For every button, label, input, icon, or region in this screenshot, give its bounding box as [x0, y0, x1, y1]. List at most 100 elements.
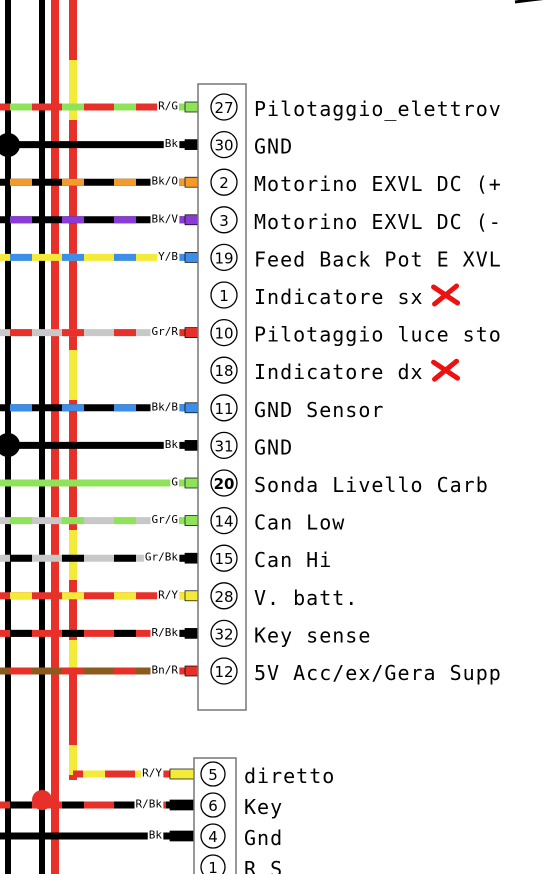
sec-pin-number-6: 6	[208, 797, 218, 815]
pin-circle-12	[210, 657, 238, 685]
wire-code-bg-30	[163, 137, 180, 151]
pin-circle-19	[210, 243, 238, 272]
pin-label-12: 5V Acc/ex/Gera Supp	[254, 661, 502, 685]
pin-number-11: 11	[214, 400, 233, 418]
pin-number-12: 12	[214, 663, 233, 681]
pin-number-28: 28	[214, 588, 233, 606]
sec-wire-terminal-5	[169, 768, 195, 780]
wire-code-30: Bk	[165, 137, 179, 150]
pin-number-10: 10	[214, 325, 233, 343]
sec-wire-code-bg-4	[147, 828, 164, 842]
wire-code-31: Bk	[165, 438, 179, 451]
pin-circle-27	[210, 93, 238, 121]
sec-wire-code-5: R/Y	[142, 767, 162, 780]
pin-circle-28	[210, 582, 238, 610]
pin-circle-2	[210, 168, 238, 196]
pin-number-31: 31	[214, 437, 233, 455]
pin-circle-1	[210, 281, 238, 309]
pin-number-19: 19	[214, 249, 233, 267]
branch-wires: R/GBkBk/OBk/VY/BGr/RBk/BBkGGr/GGr/BkR/YR…	[0, 99, 204, 842]
pin-label-14: Can Low	[254, 511, 345, 535]
wire-code-bg-20	[170, 475, 179, 489]
wire-code-12: Bn/R	[152, 664, 179, 677]
wire-code-bg-28	[157, 588, 180, 602]
sec-pin-circle-1	[200, 854, 226, 874]
pin-number-32: 32	[214, 625, 233, 643]
pin-label-27: Pilotaggio_elettrov	[254, 97, 502, 121]
wire-code-bg-19	[157, 249, 180, 263]
pin-number-20: 20	[214, 475, 235, 493]
pin-circle-32	[210, 619, 238, 648]
wire-code-32: R/Bk	[152, 626, 179, 639]
wire-code-bg-2	[150, 174, 179, 188]
sec-wire-code-bg-5	[141, 766, 164, 780]
pin-circle-15	[210, 544, 238, 572]
top-right-curve	[514, 0, 544, 4]
pin-number-14: 14	[214, 513, 233, 531]
wire-code-20: G	[171, 476, 178, 489]
sec-pin-number-1: 1	[208, 859, 218, 874]
wire-code-bg-10	[150, 325, 180, 339]
sec-wire-code-4: Bk	[149, 829, 163, 842]
pin-label-19: Feed Back Pot E XVL	[254, 247, 502, 271]
pin-number-30: 30	[214, 137, 233, 155]
pin-circle-3	[210, 206, 238, 234]
sec-pin-label-4: Gnd	[244, 826, 283, 850]
pin-label-18: Indicatore dx	[254, 360, 424, 384]
pin-label-20: Sonda Livello Carb	[254, 473, 489, 497]
wire-code-bg-32	[150, 625, 180, 639]
pin-number-1: 1	[219, 287, 229, 305]
wire-code-27: R/G	[158, 100, 178, 113]
sec-wire-code-bg-6	[134, 797, 164, 811]
pin-circle-30	[210, 130, 238, 159]
red-cross-mark-18	[431, 358, 461, 382]
pin-number-15: 15	[214, 550, 233, 568]
sec-pin-number-5: 5	[208, 766, 218, 784]
sec-pin-circle-4	[200, 823, 226, 849]
pin-circle-10	[210, 318, 238, 347]
wire-code-bg-15	[143, 550, 180, 564]
pin-label-1: Indicatore sx	[254, 285, 424, 309]
pin-number-2: 2	[219, 174, 229, 192]
pin-number-27: 27	[214, 99, 233, 117]
trunk-wires	[0, 0, 77, 874]
sec-wire-terminal-4	[169, 830, 195, 842]
pin-label-28: V. batt.	[254, 586, 358, 610]
pin-label-2: Motorino EXVL DC (+	[254, 172, 502, 196]
wire-code-3: Bk/V	[152, 212, 179, 225]
wire-code-11: Bk/B	[152, 400, 179, 413]
pin-circle-31	[210, 431, 238, 460]
wire-code-10: Gr/R	[152, 325, 179, 338]
pin-circle-14	[210, 506, 238, 535]
sec-pin-label-5: diretto	[244, 764, 335, 788]
wire-code-19: Y/B	[158, 250, 178, 263]
pin-label-31: GND	[254, 435, 293, 459]
pin-circle-20	[210, 469, 238, 497]
pin-number-18: 18	[214, 362, 233, 380]
pin-circle-11	[210, 394, 238, 422]
sec-wire-code-6: R/Bk	[136, 798, 163, 811]
wire-code-bg-27	[157, 99, 179, 113]
pin-label-11: GND Sensor	[254, 398, 384, 422]
sec-pin-label-6: Key	[244, 795, 283, 819]
pin-number-3: 3	[219, 212, 229, 230]
wire-code-bg-31	[163, 437, 180, 451]
pin-label-3: Motorino EXVL DC (-	[254, 210, 502, 234]
wire-code-bg-12	[150, 663, 180, 677]
wire-code-bg-3	[150, 212, 180, 226]
pin-label-30: GND	[254, 135, 293, 159]
sec-pin-number-4: 4	[208, 828, 218, 846]
wire-code-2: Bk/O	[152, 175, 179, 188]
red-cross-mark-1	[431, 283, 461, 307]
sec-pin-circle-6	[200, 792, 226, 818]
wire-code-14: Gr/G	[152, 513, 179, 526]
wire-code-15: Gr/Bk	[145, 551, 178, 564]
pin-label-10: Pilotaggio luce sto	[254, 323, 502, 347]
pin-circle-18	[210, 356, 238, 384]
sec-pin-circle-5	[200, 761, 226, 787]
wire-code-bg-11	[150, 400, 180, 414]
sec-wire-terminal-6	[169, 799, 195, 811]
pin-label-32: Key sense	[254, 623, 371, 647]
pin-label-15: Can Hi	[254, 548, 332, 572]
wire-code-28: R/Y	[158, 588, 178, 601]
